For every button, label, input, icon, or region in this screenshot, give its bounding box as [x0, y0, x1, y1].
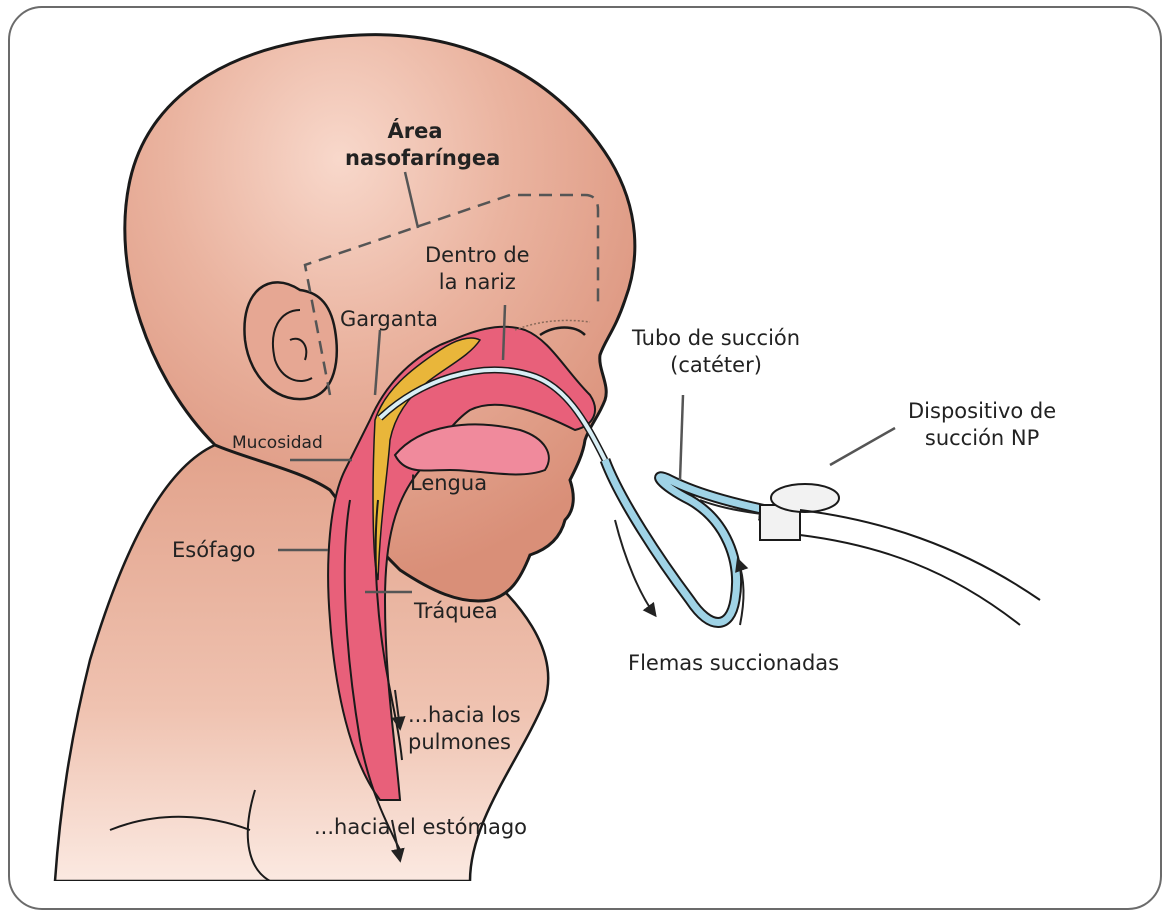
device-label: Dispositivo de succión NP [908, 398, 1056, 452]
area-label-line2: nasofaríngea [345, 145, 485, 172]
to-lungs-line2: pulmones [408, 729, 521, 756]
suction-device-bulb [771, 484, 839, 512]
suctioned-phlegm-label: Flemas succionadas [628, 650, 839, 677]
suction-tube-label: Tubo de succión (catéter) [632, 325, 800, 379]
device-line1: Dispositivo de [908, 398, 1056, 425]
catheter-label-leader [680, 395, 683, 480]
tongue-label: Lengua [410, 470, 487, 497]
catheter-loop-fill [605, 460, 790, 623]
trachea-label: Tráquea [414, 598, 498, 625]
suction-tube-line2: (catéter) [632, 352, 800, 379]
device-line2: succión NP [908, 425, 1056, 452]
device-label-leader [830, 428, 895, 465]
to-stomach-label: ...hacia el estómago [314, 814, 527, 841]
to-lungs-line1: ...hacia los [408, 702, 521, 729]
inside-nose-label: Dentro de la nariz [425, 242, 530, 296]
to-lungs-label: ...hacia los pulmones [408, 702, 521, 756]
throat-label: Garganta [340, 306, 438, 333]
mucus-label: Mucosidad [232, 430, 323, 457]
area-label-line1: Área [345, 118, 485, 145]
inside-nose-line1: Dentro de [425, 242, 530, 269]
esophagus-label: Esófago [172, 537, 256, 564]
catheter-loop [605, 460, 790, 623]
inside-nose-line2: la nariz [425, 269, 530, 296]
suction-tube-line1: Tubo de succión [632, 325, 800, 352]
suction-device-tube [800, 510, 1040, 625]
area-label: Área nasofaríngea [345, 118, 485, 172]
